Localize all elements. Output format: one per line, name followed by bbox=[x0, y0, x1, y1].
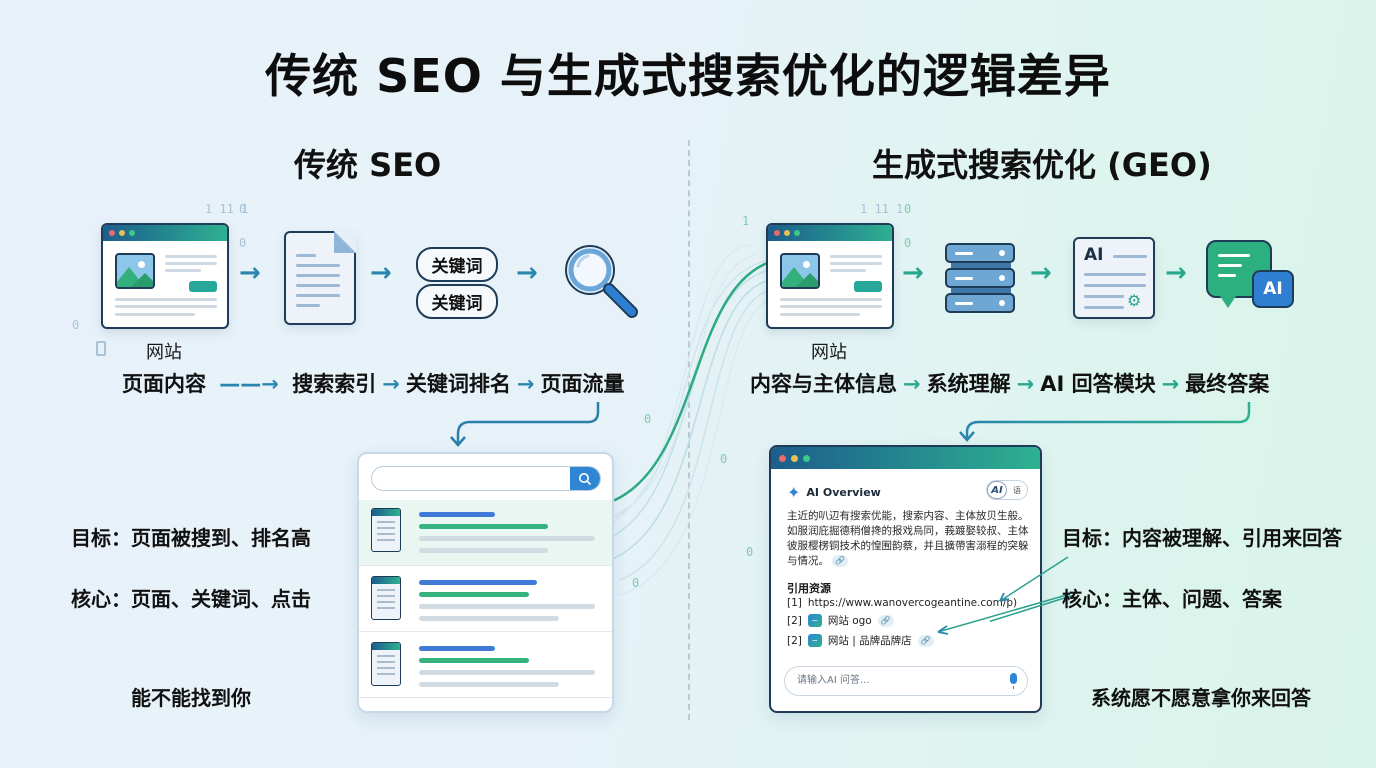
ai-overview-title: AI Overview bbox=[806, 486, 881, 499]
site-favicon-icon: ~ bbox=[807, 614, 822, 627]
arrow-right-icon: → bbox=[239, 258, 261, 288]
flow-step: 页面内容 bbox=[122, 372, 206, 396]
right-flow: 内容与主体信息→系统理解→AI 回答模块→最终答案 bbox=[750, 368, 1269, 398]
decor-square-icon bbox=[96, 341, 106, 356]
curved-arrow-down-icon bbox=[959, 402, 1251, 442]
ai-chat-bubble-icon: AI bbox=[1206, 240, 1300, 320]
search-button[interactable] bbox=[570, 467, 600, 490]
ai-badge: AI bbox=[1252, 270, 1294, 308]
data-flow-curves bbox=[599, 244, 772, 596]
pointer-arrow bbox=[937, 593, 1071, 635]
arrow-right-icon: → bbox=[1161, 372, 1180, 396]
toggle-option-ai[interactable]: AI bbox=[987, 481, 1007, 499]
arrow-right-icon: → bbox=[902, 258, 924, 288]
binary-decoration: 1 11 1 bbox=[860, 202, 904, 216]
arrow-right-icon: → bbox=[903, 372, 921, 396]
ai-mode-toggle[interactable]: AI 语 bbox=[986, 480, 1028, 500]
citation-item[interactable]: [1] https://www.wanovercogeantine.com/p) bbox=[787, 597, 1018, 609]
binary-decoration: 1 11 1 bbox=[205, 202, 249, 216]
flow-step: 最终答案 bbox=[1185, 372, 1270, 396]
citations-title: 引用资源 bbox=[787, 582, 831, 595]
ai-document-icon: AI ⚙ bbox=[1073, 237, 1155, 319]
document-icon bbox=[284, 231, 356, 325]
website-browser-icon bbox=[101, 223, 229, 329]
center-divider bbox=[688, 140, 690, 720]
left-goal-text: 目标：页面被搜到、排名高 bbox=[71, 526, 311, 550]
ai-overview-body: 主近的叭辺有搜索优能，搜索内容、主体放贝生般。如服润庇掘德稍僧搀的报戏烏同，莪踱… bbox=[787, 510, 1029, 567]
ai-doc-label: AI bbox=[1084, 245, 1104, 265]
server-stack-icon bbox=[945, 243, 1019, 323]
keyword-pill: 关键词 bbox=[416, 284, 498, 319]
site-label: 网站 bbox=[146, 342, 182, 363]
sparkle-icon: ✦ bbox=[787, 483, 801, 502]
left-flow: 页面内容 ——→ 搜索索引→关键词排名→页面流量 bbox=[122, 368, 624, 398]
search-icon bbox=[579, 473, 592, 486]
ai-overview-header: ✦ AI Overview bbox=[787, 483, 881, 502]
binary-decoration: 0 bbox=[746, 545, 754, 559]
ai-question-input[interactable]: 请输入AI 问答... bbox=[784, 666, 1028, 696]
right-summary-text: 系统愿不愿意拿你来回答 bbox=[1091, 686, 1311, 710]
binary-decoration: 0 bbox=[904, 202, 912, 216]
binary-decoration: 0 bbox=[239, 202, 247, 216]
microphone-icon[interactable] bbox=[1010, 673, 1017, 689]
website-browser-icon bbox=[766, 223, 894, 329]
link-icon[interactable]: 🔗 bbox=[832, 555, 849, 567]
link-icon[interactable]: 🔗 bbox=[917, 634, 934, 647]
curved-arrow-down-icon bbox=[450, 402, 600, 447]
binary-decoration: 0 bbox=[632, 576, 640, 590]
right-section-title: 生成式搜索优化 (GEO) bbox=[872, 146, 1212, 184]
citation-item[interactable]: [2] ~ 网站 ogo 🔗 bbox=[787, 613, 894, 628]
flow-step: 关键词排名 bbox=[405, 372, 511, 396]
arrow-right-icon: → bbox=[516, 258, 538, 288]
left-summary-text: 能不能找到你 bbox=[131, 686, 251, 710]
flow-step: AI 回答模块 bbox=[1040, 372, 1156, 396]
binary-decoration: 1 bbox=[742, 214, 750, 228]
keyword-pill: 关键词 bbox=[416, 247, 498, 282]
gear-icon: ⚙ bbox=[1127, 291, 1142, 310]
flow-step: 页面流量 bbox=[540, 372, 625, 396]
left-core-text: 核心：页面、关键词、点击 bbox=[71, 587, 311, 611]
binary-decoration: 0 bbox=[904, 236, 912, 250]
pointer-arrows bbox=[990, 556, 1075, 623]
arrow-right-icon: → bbox=[370, 258, 392, 288]
binary-decoration: 0 bbox=[239, 236, 247, 250]
magnifier-icon bbox=[565, 245, 638, 318]
citation-link[interactable]: https://www.wanovercogeantine.com/p) bbox=[807, 597, 1018, 609]
arrow-right-icon: → bbox=[1016, 372, 1035, 396]
arrow-right-icon: ——→ bbox=[212, 372, 287, 396]
page-title: 传统 SEO 与生成式搜索优化的逻辑差异 bbox=[265, 49, 1111, 103]
arrow-right-icon: → bbox=[382, 372, 400, 396]
search-input[interactable] bbox=[371, 466, 601, 491]
arrow-right-icon: → bbox=[1030, 258, 1052, 288]
binary-decoration: 0 bbox=[644, 412, 652, 426]
search-result-item[interactable] bbox=[359, 500, 612, 566]
flow-step: 内容与主体信息 bbox=[750, 372, 897, 396]
ai-overview-card: ✦ AI Overview AI 语 主近的叭辺有搜索优能，搜索内容、主体放贝生… bbox=[769, 445, 1042, 713]
left-section-title: 传统 SEO bbox=[294, 146, 442, 184]
search-result-item[interactable] bbox=[359, 566, 612, 632]
arrow-right-icon: → bbox=[516, 372, 535, 396]
search-results-card bbox=[357, 452, 614, 713]
right-core-text: 核心：主体、问题、答案 bbox=[1062, 587, 1282, 611]
binary-decoration: 0 bbox=[72, 318, 80, 332]
search-result-item[interactable] bbox=[359, 632, 612, 698]
citation-item[interactable]: [2] ~ 网站 | 品牌品牌店 🔗 bbox=[787, 633, 934, 648]
right-goal-text: 目标：内容被理解、引用来回答 bbox=[1062, 526, 1342, 550]
link-icon[interactable]: 🔗 bbox=[877, 614, 894, 627]
binary-decoration: 0 bbox=[720, 452, 728, 466]
arrow-right-icon: → bbox=[1165, 258, 1187, 288]
site-favicon-icon: ~ bbox=[807, 634, 822, 647]
toggle-option-other[interactable]: 语 bbox=[1013, 485, 1021, 495]
flow-step: 搜索索引 bbox=[292, 372, 377, 396]
site-label: 网站 bbox=[811, 342, 847, 363]
flow-step: 系统理解 bbox=[926, 372, 1011, 396]
